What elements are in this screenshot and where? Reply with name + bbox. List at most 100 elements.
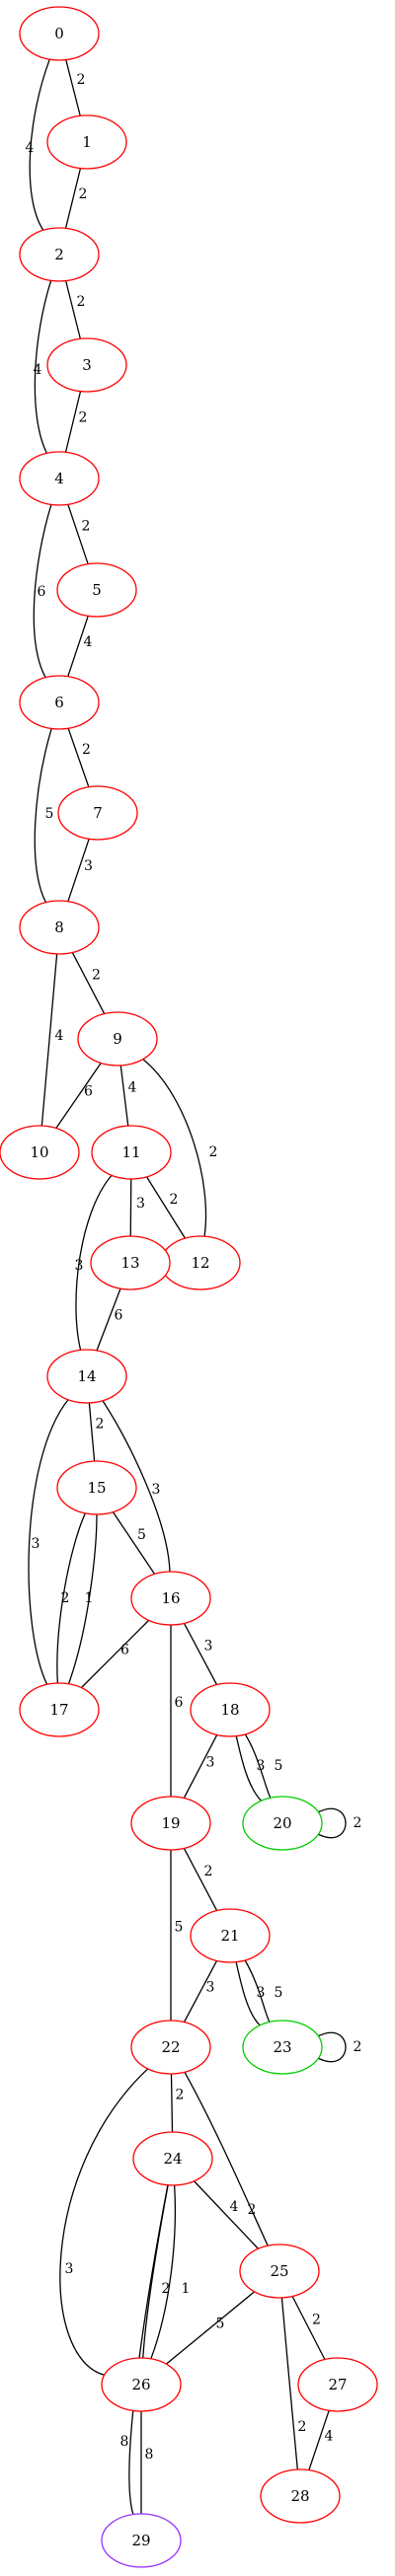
node-ellipse [19,675,100,730]
edge-21-22 [183,1960,218,2023]
node-label: 5 [92,581,102,599]
edge-weight-label: 2 [79,410,88,426]
node-label: 6 [54,694,64,711]
node-26: 26 [101,2357,182,2412]
edge-weight-label: 2 [77,294,86,310]
edge-18-20 [235,1735,262,1802]
edges-layer [28,58,347,2515]
node-25: 25 [239,2244,320,2299]
edge-weight-label: 3 [65,2261,74,2277]
node-label: 16 [161,1589,180,1607]
edge-0-2 [29,58,50,231]
edge-24-25 [194,2180,259,2249]
node-ellipse [242,2020,323,2075]
node-label: 2 [54,246,64,263]
edge-15-16 [112,1511,156,1575]
edge-23-23 [315,2031,347,2063]
node-19: 19 [130,1796,211,1851]
edge-weight-label: 3 [84,858,93,874]
node-2: 2 [19,227,100,282]
edge-weight-label: 2 [92,968,101,984]
edge-weight-label: 6 [84,1084,93,1100]
edge-weight-label: 2 [209,1144,218,1160]
node-ellipse [90,1235,171,1290]
node-3: 3 [46,337,127,393]
node-label: 0 [54,25,64,42]
node-ellipse [0,1125,80,1180]
node-ellipse [46,1349,127,1404]
node-ellipse [130,2020,211,2075]
node-ellipse [91,1125,172,1180]
edge-weight-label: 6 [38,584,46,600]
node-ellipse [46,337,127,393]
edge-weight-label: 4 [26,140,35,156]
edge-14-15 [88,1402,96,1462]
edge-22-26 [59,2068,149,2376]
edge-weight-label: 6 [120,1643,129,1658]
node-label: 12 [191,1254,209,1272]
node-12: 12 [160,1235,241,1290]
edge-2-3 [65,280,81,339]
node-ellipse [19,227,100,282]
node-ellipse [239,2244,320,2299]
node-ellipse [19,451,100,506]
edge-weight-label: 3 [75,1258,84,1274]
edge-6-7 [67,728,90,787]
node-label: 3 [82,356,92,374]
node-label: 17 [49,1701,68,1719]
edge-weight-label: 3 [257,1985,266,2001]
node-17: 17 [19,1682,100,1737]
node-7: 7 [57,785,138,841]
edge-11-14 [75,1174,113,1351]
node-label: 27 [328,2376,347,2393]
node-ellipse [56,562,137,618]
node-label: 25 [270,2262,288,2280]
edge-weight-label: 2 [298,2419,307,2435]
edge-weight-label: 5 [137,1527,146,1543]
node-label: 18 [220,1701,239,1719]
edge-weight-label: 3 [32,1536,40,1552]
edge-4-5 [67,504,89,564]
node-16: 16 [130,1571,211,1626]
edge-weight-label: 3 [204,1639,213,1655]
node-ellipse [242,1796,323,1851]
node-label: 7 [93,804,103,822]
node-ellipse [19,6,100,61]
edge-25-28 [280,2297,298,2470]
edge-weight-label: 5 [216,2317,225,2332]
edge-19-21 [183,1848,218,1911]
node-18: 18 [190,1682,271,1737]
node-label: 29 [131,2532,150,2549]
node-ellipse [101,2513,182,2568]
node-ellipse [101,2357,182,2412]
edge-22-25 [184,2071,269,2246]
node-5: 5 [56,562,137,618]
edge-weight-label: 4 [128,1080,137,1096]
edge-8-9 [71,952,106,1014]
node-ellipse [56,1460,137,1515]
edge-25-27 [291,2296,326,2360]
node-label: 24 [163,2150,182,2168]
edge-weight-label: 5 [175,1920,184,1936]
node-ellipse [57,785,138,841]
node-ellipse [19,1682,100,1737]
node-13: 13 [90,1235,171,1290]
edge-24-29 [128,2184,169,2515]
edge-weight-label: 2 [79,186,88,202]
edge-16-18 [183,1623,218,1685]
node-label: 26 [131,2376,150,2393]
edge-weight-label: 8 [120,2434,129,2450]
edge-weight-label: 5 [45,806,54,822]
node-label: 21 [220,1927,239,1945]
node-label: 4 [54,470,64,487]
edge-18-20-1 [244,1733,272,1799]
edge-weight-label: 6 [115,1308,123,1324]
edge-14-16 [102,1400,171,1573]
edge-weight-label: 2 [162,2281,171,2297]
node-9: 9 [77,1011,158,1067]
edge-weight-label: 5 [275,1985,283,2001]
edge-0-1 [65,59,81,116]
edge-weight-label: 2 [82,742,91,758]
